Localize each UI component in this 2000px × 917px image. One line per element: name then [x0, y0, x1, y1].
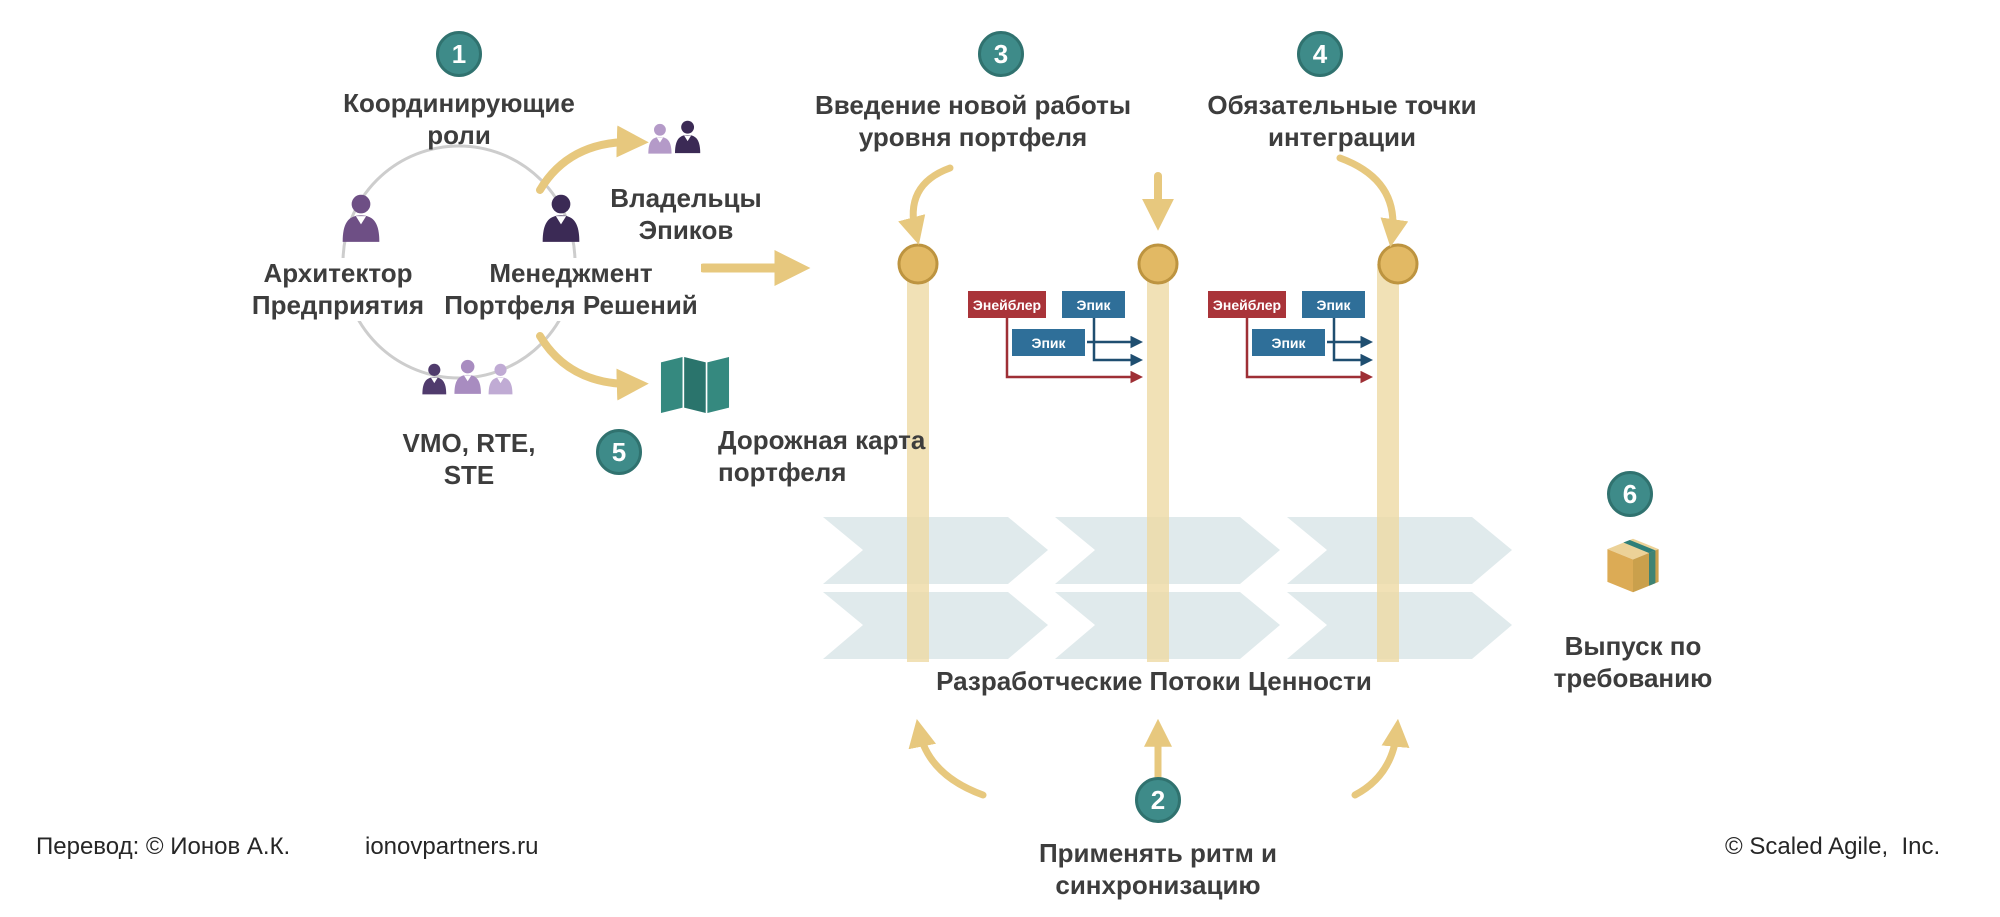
epic-box-1b: Эпик	[1012, 329, 1085, 356]
portfolio-roadmap-map-icon	[660, 356, 730, 414]
arrow-step4-to-bar3	[1336, 154, 1409, 248]
step-4-label: Обязательные точки интеграции	[1207, 90, 1477, 152]
arrow-cadence-to-bar1	[908, 719, 987, 799]
value-stream-chevrons	[823, 517, 1512, 659]
value-streams-label: Разработческие Потоки Ценности	[936, 666, 1372, 696]
step-2-badge: 2	[1135, 777, 1181, 823]
step-6-label: Выпуск по требованию	[1553, 631, 1713, 693]
step-6-badge: 6	[1607, 471, 1653, 517]
vmo-rte-ste-icon	[422, 359, 513, 395]
solution-portfolio-management-label: Менеджмент Портфеля Решений	[441, 258, 701, 322]
epic-box-2b: Эпик	[1252, 329, 1325, 356]
step-1-badge: 1	[436, 31, 482, 77]
scaled-agile-copyright: © Scaled Agile, Inc.	[1725, 833, 1941, 860]
enabler-box-2: Энейблер	[1208, 291, 1286, 318]
step-2-label: Применять ритм и синхронизацию	[1038, 838, 1278, 900]
release-package-icon	[1607, 538, 1659, 593]
enterprise-architect-icon	[342, 194, 380, 242]
milestone-dot-2	[1137, 243, 1179, 285]
milestone-bars	[897, 243, 1419, 662]
step-3-label: Введение новой работы уровня портфеля	[814, 90, 1132, 152]
epic-owners-label: Владельцы Эпиков	[610, 183, 762, 245]
enterprise-architect-label: Архитектор Предприятия	[218, 258, 458, 322]
step-5-badge: 5	[596, 429, 642, 475]
translation-credit: Перевод: © Ионов А.К.	[36, 833, 291, 860]
epic-connector-arrows	[1005, 318, 1373, 384]
step-3-badge: 3	[978, 31, 1024, 77]
milestone-dot-1	[897, 243, 939, 285]
arrow-to-roadmap	[536, 332, 649, 401]
translator-site-link[interactable]: ionovpartners.ru	[365, 833, 539, 860]
vmo-rte-ste-label: VMO, RTE, STE	[402, 428, 536, 490]
flow-arrows	[536, 125, 1410, 799]
epic-owners-icon	[648, 120, 701, 154]
epic-box-2a: Эпик	[1302, 291, 1365, 318]
step-5-label: Дорожная карта портфеля	[718, 425, 926, 487]
epic-box-1a: Эпик	[1062, 291, 1125, 318]
arrow-cadence-to-bar3	[1351, 718, 1410, 799]
step-4-badge: 4	[1297, 31, 1343, 77]
solution-portfolio-management-icon	[542, 194, 580, 242]
arrow-step3-to-bar1	[898, 164, 954, 245]
enabler-box-1: Энейблер	[968, 291, 1046, 318]
milestone-dot-3	[1377, 243, 1419, 285]
step-1-label: Координирующие роли	[343, 88, 575, 150]
arrow-to-epic-owners	[536, 125, 649, 194]
